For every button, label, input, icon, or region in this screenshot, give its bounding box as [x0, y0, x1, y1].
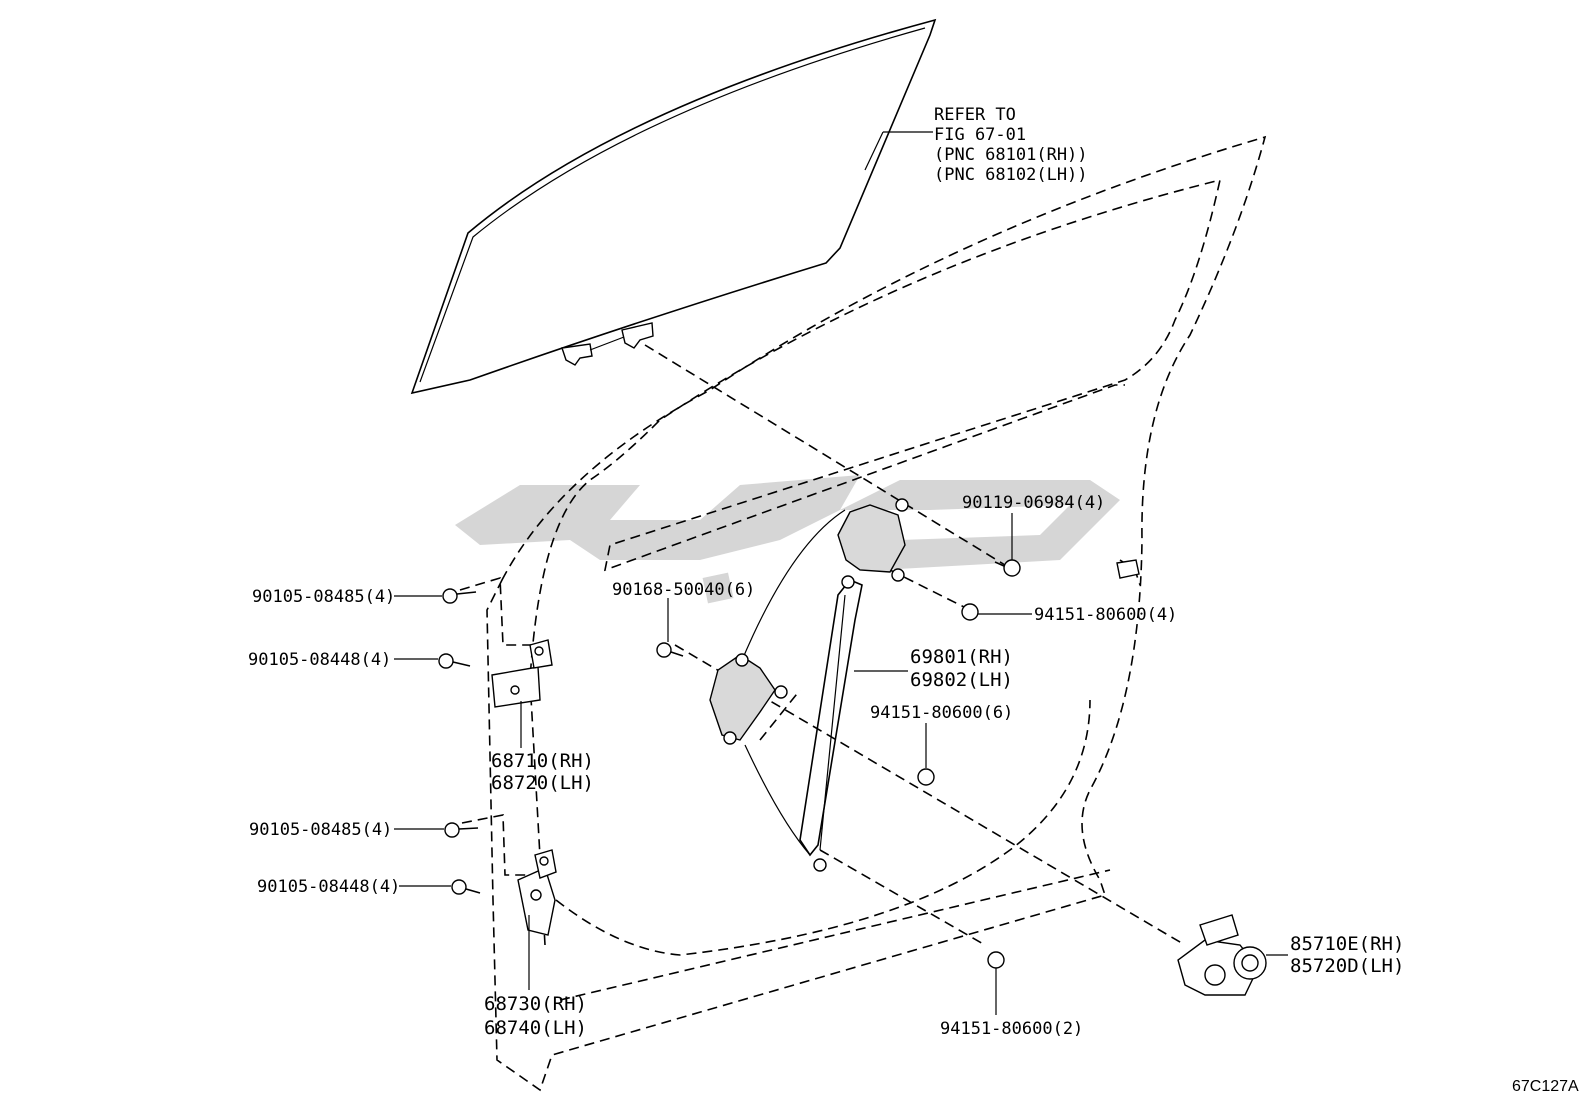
label-bolt-lower-hinge-outer: 90105-08485(4) [249, 820, 392, 840]
label-nut-bottom: 94151-80600(2) [940, 1019, 1083, 1039]
nut-top-icon [961, 603, 979, 621]
refer-note-line4: (PNC 68102(LH)) [934, 165, 1088, 185]
window-regulator [709, 498, 909, 872]
label-motor-lh: 85720D(LH) [1290, 955, 1404, 977]
label-regulator-lh: 69802(LH) [910, 669, 1013, 691]
watermark-logo [455, 475, 1120, 604]
nut-mid-icon [917, 768, 935, 786]
label-motor-rh: 85710E(RH) [1290, 933, 1404, 955]
window-motor [1177, 914, 1267, 996]
refer-note-line1: REFER TO [934, 105, 1016, 125]
bolt-upper-hinge-outer-icon [442, 588, 477, 604]
assembly-lines [459, 344, 1186, 946]
label-lower-hinge-lh: 68740(LH) [484, 1017, 587, 1039]
label-bolt-upper-hinge-outer: 90105-08485(4) [252, 587, 395, 607]
leaders [394, 131, 1288, 1015]
label-nut-top: 94151-80600(4) [1034, 605, 1177, 625]
label-regulator-rh: 69801(RH) [910, 646, 1013, 668]
figure-id: 67C127A [1512, 1078, 1579, 1095]
label-nut-mid: 94151-80600(6) [870, 703, 1013, 723]
label-bolt-lower-hinge-inner: 90105-08448(4) [257, 877, 400, 897]
upper-hinge [491, 639, 553, 708]
label-bolt-regulator: 90168-50040(6) [612, 580, 755, 600]
bolt-regulator-icon [656, 642, 684, 658]
refer-note-line3: (PNC 68101(RH)) [934, 145, 1088, 165]
label-upper-hinge-rh: 68710(RH) [491, 750, 594, 772]
refer-note-line2: FIG 67-01 [934, 125, 1026, 145]
label-bolt-upper-hinge-inner: 90105-08448(4) [248, 650, 391, 670]
bolt-lower-hinge-inner-icon [451, 879, 481, 895]
nut-bottom-icon [987, 951, 1005, 969]
refer-note: REFER TO FIG 67-01 (PNC 68101(RH)) (PNC … [934, 105, 1088, 185]
door-glass [410, 18, 937, 395]
label-bolt-glass-channel: 90119-06984(4) [962, 493, 1105, 513]
label-upper-hinge-lh: 68720(LH) [491, 772, 594, 794]
lower-hinge [517, 849, 557, 936]
label-lower-hinge-rh: 68730(RH) [484, 993, 587, 1015]
door-shell-outline [486, 135, 1267, 1092]
bolt-lower-hinge-outer-icon [444, 822, 479, 838]
bolt-upper-hinge-inner-icon [438, 653, 471, 669]
